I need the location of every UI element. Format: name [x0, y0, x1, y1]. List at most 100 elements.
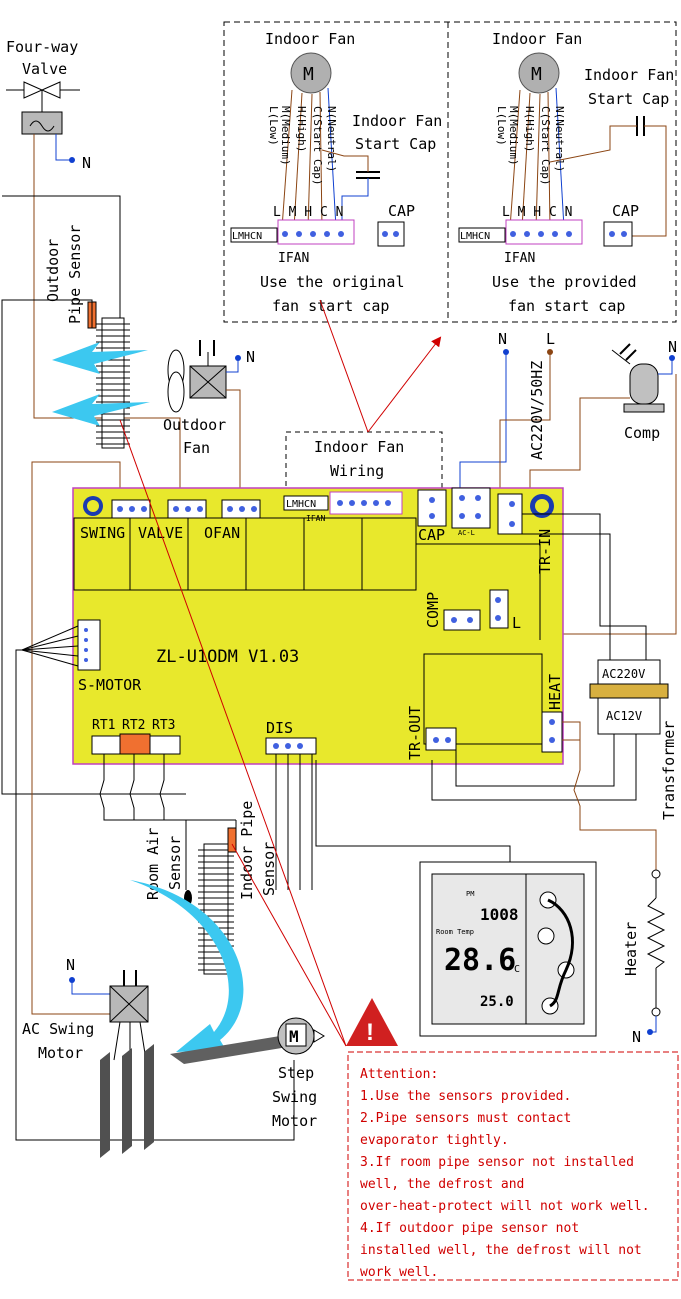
svg-text:Outdoor: Outdoor: [163, 416, 226, 434]
louver-icon: [170, 1036, 294, 1064]
mains-power: N L AC220V/50HZ: [459, 330, 555, 500]
svg-text:Indoor Fan: Indoor Fan: [265, 30, 355, 48]
compressor: N Comp: [611, 338, 677, 442]
motor-icon: [518, 52, 560, 94]
svg-text:CAP: CAP: [418, 526, 445, 544]
outdoor-pipe-sensor: Outdoor Pipe Sensor: [44, 225, 150, 449]
compressor-icon: [629, 363, 659, 405]
svg-text:N: N: [66, 956, 75, 974]
svg-text:Indoor Fan: Indoor Fan: [492, 30, 582, 48]
heater: N Heater: [622, 869, 666, 1046]
svg-text:LMHCN: LMHCN: [460, 231, 490, 242]
svg-text:Indoor Pipe: Indoor Pipe: [238, 801, 256, 900]
svg-text:RT3: RT3: [152, 718, 175, 733]
svg-text:work well.: work well.: [360, 1265, 438, 1280]
condenser-coil-icon: [101, 317, 125, 449]
svg-text:HEAT: HEAT: [546, 674, 564, 710]
indoor-fan-options-box: [223, 21, 677, 323]
svg-text:Room Temp: Room Temp: [436, 928, 474, 936]
svg-text:4.If outdoor pipe sensor not: 4.If outdoor pipe sensor not: [360, 1221, 579, 1236]
four-way-valve: Four-way Valve N: [6, 38, 91, 172]
svg-text:Indoor Fan: Indoor Fan: [352, 112, 442, 130]
svg-text:TR-OUT: TR-OUT: [406, 706, 424, 760]
svg-text:fan start cap: fan start cap: [508, 297, 625, 315]
svg-text:DIS: DIS: [266, 719, 293, 737]
svg-text:Step: Step: [278, 1064, 314, 1082]
svg-text:Outdoor: Outdoor: [44, 239, 62, 302]
louver-icon: [100, 1052, 110, 1158]
svg-text:H(High): H(High): [295, 106, 308, 152]
svg-text:25.0: 25.0: [480, 994, 514, 1010]
motor-icon: [290, 52, 332, 94]
svg-text:Use the provided: Use the provided: [492, 273, 637, 291]
svg-text:installed well, the defrost wi: installed well, the defrost will not: [360, 1243, 642, 1258]
airflow-arrow-icon: [52, 342, 148, 374]
svg-text:°C: °C: [508, 964, 520, 975]
svg-text:Pipe Sensor: Pipe Sensor: [66, 225, 84, 324]
svg-text:AC-L: AC-L: [458, 529, 475, 537]
svg-text:Attention:: Attention:: [360, 1067, 438, 1082]
svg-text:28.6: 28.6: [444, 943, 516, 978]
svg-text:CAP: CAP: [388, 202, 415, 220]
thermostat-display: PM 1008 Room Temp 28.6 °C 25.0: [419, 861, 597, 1037]
svg-text:L: L: [512, 614, 521, 632]
svg-text:L(Low): L(Low): [495, 106, 508, 146]
warning-icon: [346, 998, 398, 1046]
svg-text:Swing: Swing: [272, 1088, 317, 1106]
svg-text:N: N: [632, 1028, 641, 1046]
svg-text:IFAN: IFAN: [504, 251, 535, 266]
control-board: SWING VALVE OFAN CAP TR-IN COMP L S-MOTO…: [72, 487, 564, 765]
svg-text:L M H C N: L M H C N: [502, 205, 572, 220]
svg-text:well, the defrost and: well, the defrost and: [360, 1177, 524, 1192]
svg-text:M: M: [289, 1027, 299, 1046]
svg-text:M: M: [303, 64, 314, 85]
svg-text:Valve: Valve: [22, 60, 67, 78]
attention-note: ! Attention: 1.Use the sensors provided.…: [119, 419, 679, 1281]
svg-text:H(High): H(High): [523, 106, 536, 152]
svg-text:RT1: RT1: [92, 718, 115, 733]
svg-text:COMP: COMP: [424, 592, 442, 628]
svg-text:L: L: [546, 330, 555, 348]
svg-text:AC Swing: AC Swing: [22, 1020, 94, 1038]
svg-text:L M H C N: L M H C N: [273, 205, 343, 220]
ac-swing-motor: N AC Swing Motor: [22, 956, 154, 1158]
svg-text:TR-IN: TR-IN: [536, 529, 554, 574]
step-swing-motor: M Step Swing Motor: [170, 1017, 325, 1130]
indoor-sensors: Room Air Sensor Indoor Pipe Sensor: [130, 801, 278, 1052]
svg-text:PM: PM: [466, 890, 474, 898]
svg-text:Indoor Fan: Indoor Fan: [314, 438, 404, 456]
airflow-arrow-icon: [52, 394, 150, 426]
svg-text:2.Pipe sensors must contact: 2.Pipe sensors must contact: [360, 1111, 571, 1126]
svg-text:N(Neutral): N(Neutral): [325, 106, 338, 172]
outdoor-fan: N Outdoor Fan: [163, 340, 255, 457]
svg-text:Wiring: Wiring: [330, 462, 384, 480]
svg-text:SWING: SWING: [80, 524, 125, 542]
svg-text:Sensor: Sensor: [166, 836, 184, 890]
transformer: AC220V AC12V Transformer: [589, 659, 678, 820]
svg-text:Transformer: Transformer: [660, 721, 678, 820]
svg-text:N: N: [246, 348, 255, 366]
svg-text:N: N: [498, 330, 507, 348]
svg-text:Sensor: Sensor: [260, 842, 278, 896]
svg-text:OFAN: OFAN: [204, 524, 240, 542]
svg-text:M: M: [531, 64, 542, 85]
svg-text:Start Cap: Start Cap: [355, 135, 436, 153]
fan-option-original: Indoor Fan M L(Low) M(Medium) H(High) C(…: [230, 30, 442, 315]
svg-text:AC220V/50HZ: AC220V/50HZ: [528, 361, 546, 460]
fan-option-provided: Indoor Fan M L(Low) M(Medium) H(High) C(…: [458, 30, 674, 315]
svg-text:AC12V: AC12V: [606, 709, 642, 723]
svg-text:Start Cap: Start Cap: [588, 90, 669, 108]
svg-text:RT2: RT2: [122, 718, 145, 733]
heater-coil-icon: [646, 897, 666, 969]
svg-text:S-MOTOR: S-MOTOR: [78, 676, 142, 694]
svg-text:fan start cap: fan start cap: [272, 297, 389, 315]
svg-text:CAP: CAP: [612, 202, 639, 220]
svg-text:C(Start Cap): C(Start Cap): [311, 106, 324, 185]
svg-text:M(Medium): M(Medium): [279, 106, 292, 166]
svg-text:1008: 1008: [480, 905, 519, 924]
svg-text:Four-way: Four-way: [6, 38, 78, 56]
swing-wire: [31, 461, 121, 1015]
svg-text:LMHCN: LMHCN: [232, 231, 262, 242]
solenoid-icon: [21, 111, 63, 135]
